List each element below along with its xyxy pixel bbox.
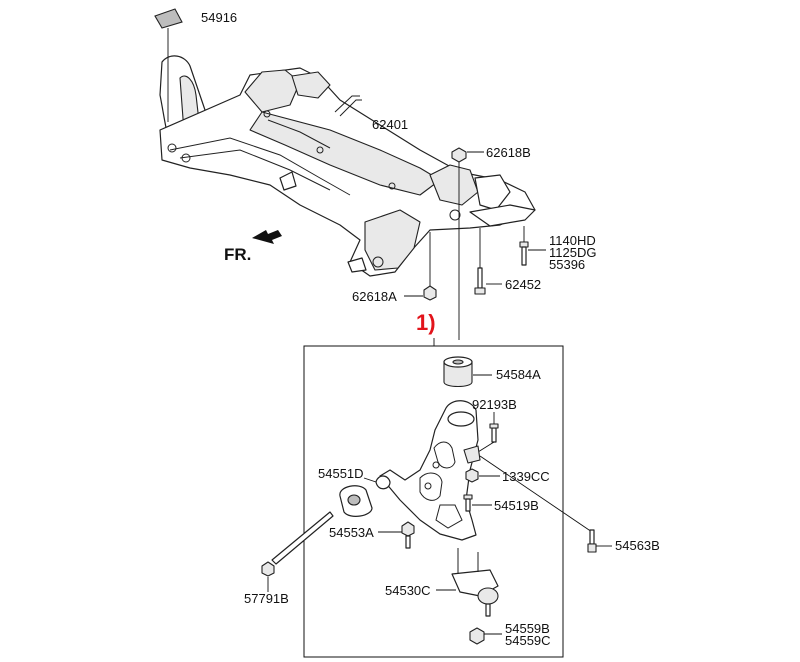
label-57791B: 57791B (244, 591, 289, 606)
label-1140HD: 1140HD (549, 233, 596, 248)
label-54559B: 54559B (505, 621, 550, 636)
label-54563B: 54563B (615, 538, 660, 553)
bolt-1140HD (519, 226, 546, 266)
bolt-92193B (477, 412, 499, 453)
ball-joint-54530C (436, 548, 499, 617)
bolt-54563B (587, 529, 612, 553)
label-62401: 62401 (372, 117, 408, 132)
detail-box (303, 345, 564, 658)
label-54584A: 54584A (496, 367, 541, 382)
label-54519B: 54519B (494, 498, 539, 513)
front-direction-label: FR. (224, 245, 251, 264)
label-1125DG: 1125DG (549, 245, 596, 260)
label-1339CC: 1339CC (502, 469, 550, 484)
bracket-54916 (154, 8, 183, 122)
bolt-54519B (463, 494, 492, 512)
label-54551D: 54551D (318, 466, 364, 481)
callout-1: 1) (416, 310, 436, 335)
nut-54559B (469, 627, 502, 645)
label-54916: 54916 (201, 10, 237, 25)
label-62618B: 62618B (486, 145, 531, 160)
lower-control-arm (379, 400, 479, 541)
nut-62618A (404, 232, 437, 301)
label-54530C: 54530C (385, 583, 431, 598)
bushing-54584A (443, 356, 492, 388)
bolt-57791B (261, 511, 334, 592)
label-62618A: 62618A (352, 289, 397, 304)
front-subframe-62401 (159, 55, 536, 277)
label-54553A: 54553A (329, 525, 374, 540)
bolt-1339CC (463, 445, 593, 533)
label-54559C: 54559C (505, 633, 551, 648)
bolt-54553A (378, 521, 415, 549)
nut-62618B (451, 147, 484, 340)
front-direction-arrow (252, 230, 282, 244)
bushing-54551D (339, 475, 391, 517)
label-92193B: 92193B (472, 397, 517, 412)
label-55396: 55396 (549, 257, 585, 272)
label-62452: 62452 (505, 277, 541, 292)
bolt-62452 (474, 228, 502, 295)
